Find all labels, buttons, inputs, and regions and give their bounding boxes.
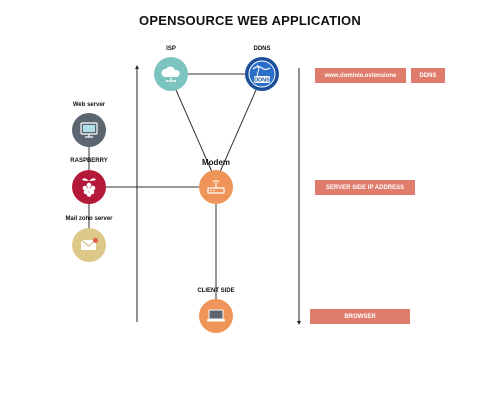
web-server-node — [72, 113, 106, 147]
ddns-node: DDNS — [245, 57, 279, 91]
client-side-label: CLIENT SIDE — [197, 288, 235, 294]
mail-server-node — [72, 228, 106, 262]
isp-node — [154, 57, 188, 91]
modem-node — [199, 170, 233, 204]
ddns-badge-text: DDNS — [254, 78, 270, 84]
diagram-title: OPENSOURCE WEB APPLICATION — [139, 13, 361, 28]
client-node — [199, 299, 233, 333]
mail-server-label: Mail zoho server — [65, 216, 113, 222]
envelope-icon — [80, 238, 98, 250]
raspberry-icon — [82, 178, 96, 197]
monitor-icon — [80, 122, 98, 138]
domain-tag: www.dominio.estensione — [315, 68, 406, 83]
browser-tag: BROWSER — [310, 309, 410, 324]
modem-label: Modem — [202, 158, 230, 167]
raspberry-node — [72, 170, 106, 204]
ddns-modem-line — [219, 89, 257, 173]
router-icon — [207, 180, 225, 194]
server-ip-tag: SERVER SIDE IP ADDRESS — [315, 180, 415, 195]
isp-label: ISP — [166, 46, 176, 52]
raspberry-label: RASPBERRY — [70, 158, 108, 164]
web-server-label: Web server — [72, 102, 106, 108]
ddns-tag: DDNS — [411, 68, 445, 83]
isp-modem-line — [175, 89, 213, 173]
cloud-icon — [161, 66, 180, 82]
ddns-label: DDNS — [253, 46, 271, 52]
laptop-icon — [207, 309, 225, 322]
globe-icon: DDNS — [248, 60, 276, 88]
